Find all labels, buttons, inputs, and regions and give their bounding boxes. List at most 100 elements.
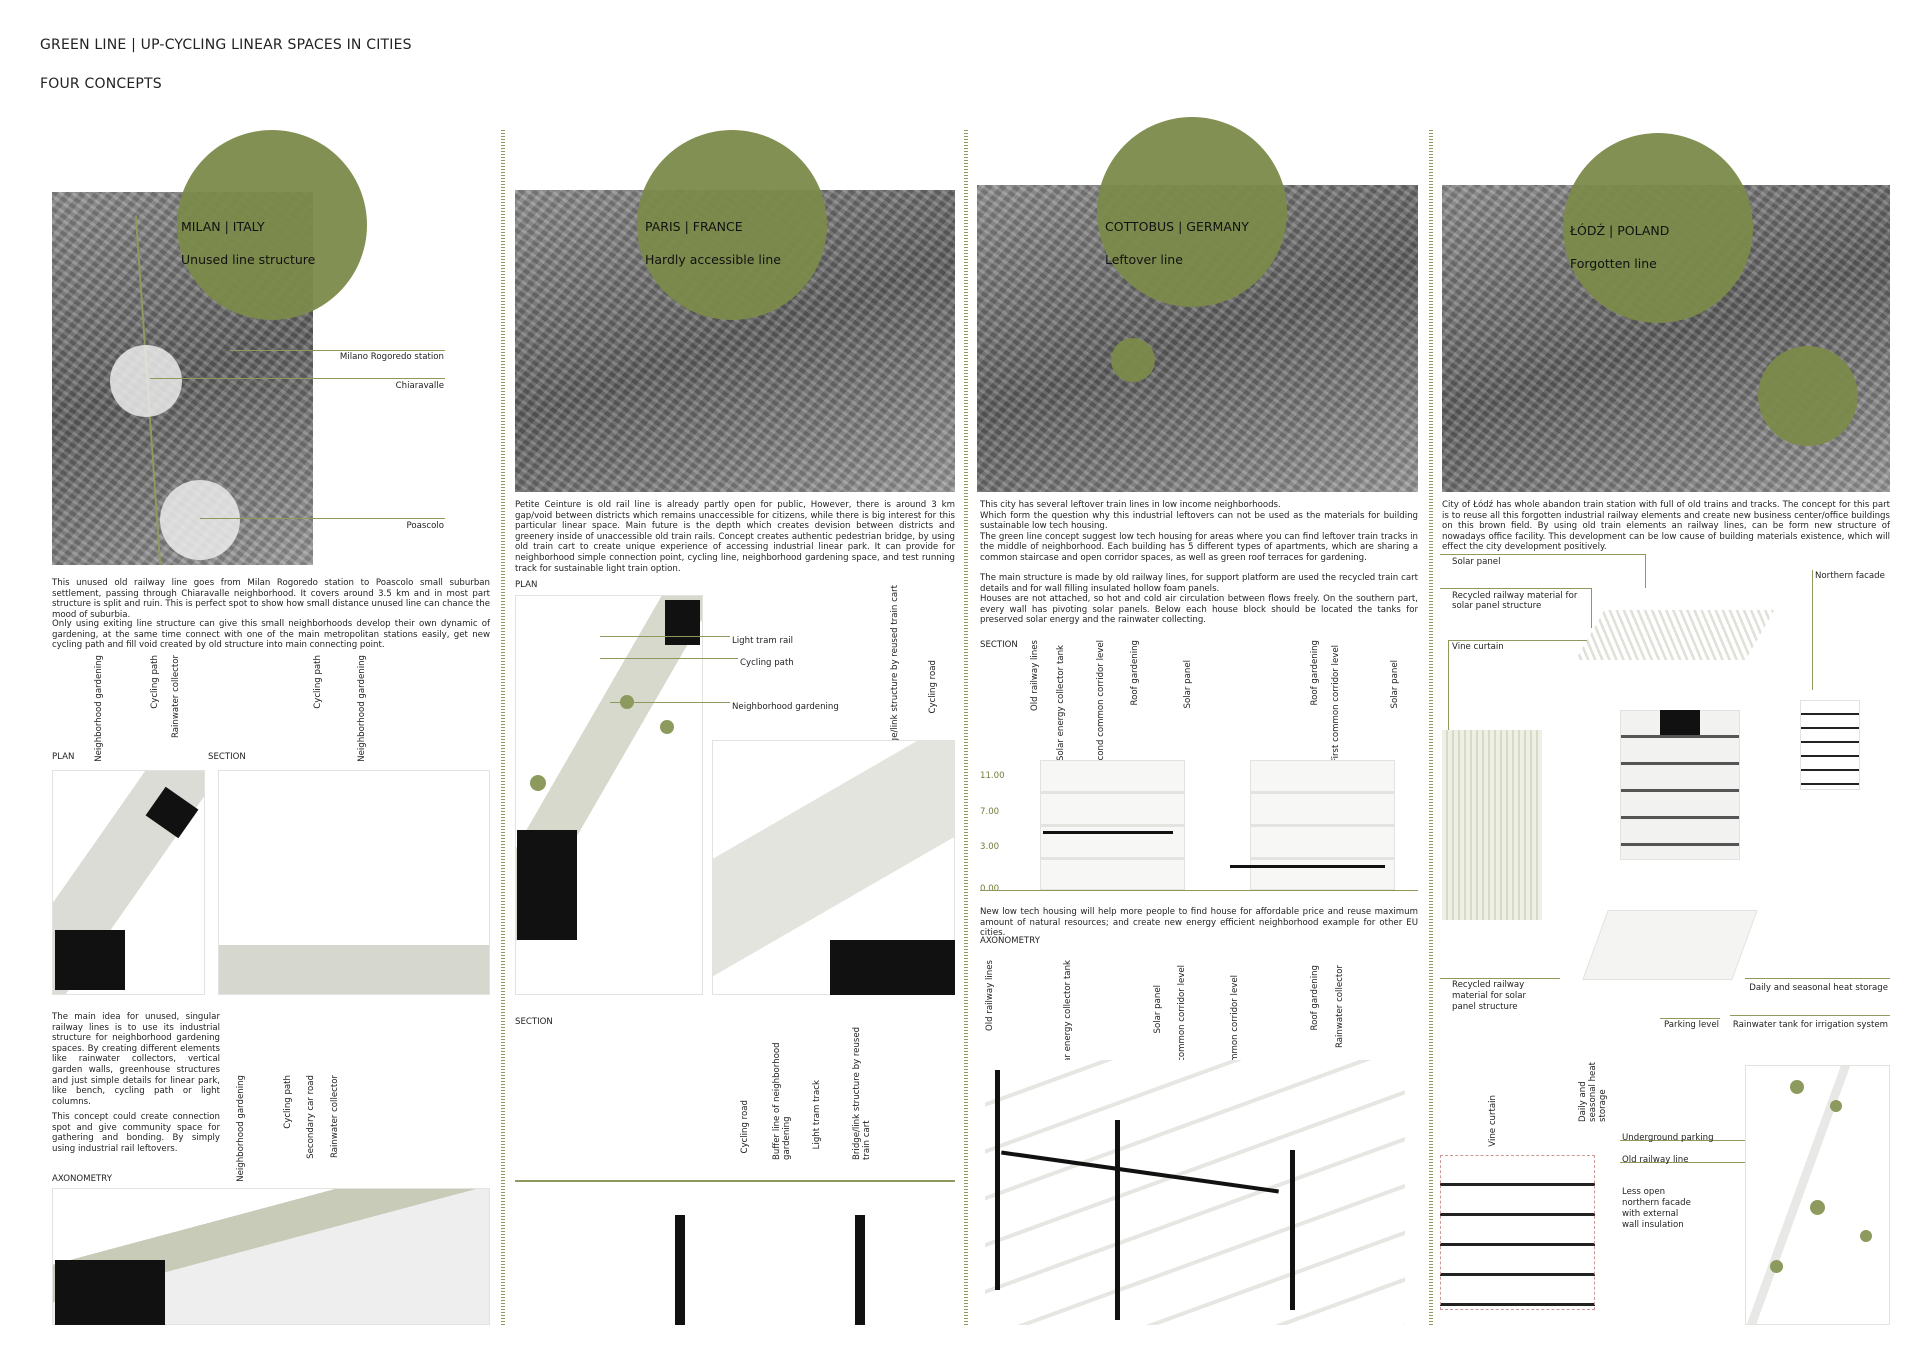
tag-cycling-path: Cycling path <box>283 1075 293 1129</box>
section-label: SECTION <box>980 640 1018 650</box>
tag-light-tram-rail: Light tram rail <box>732 636 794 646</box>
tag-neighborhood-gardening: Neighborhood gardening <box>236 1075 246 1182</box>
milan-description: This unused old railway line goes from M… <box>52 578 490 620</box>
milan-description-2: Only using exiting line structure can gi… <box>52 619 490 651</box>
lodz-title-circle <box>1563 133 1753 323</box>
cottbus-city: COTTOBUS | GERMANY <box>1105 219 1249 234</box>
tag-solar-panel: Solar panel <box>1153 985 1163 1034</box>
tag-rainwater-collector: Rainwater collector <box>1335 965 1345 1049</box>
tag-recycled-railway: Recycled railway material for solar pane… <box>1452 591 1578 611</box>
chiaravalle-highlight <box>110 345 182 417</box>
tag-old-railway-line: Old railway line <box>1622 1155 1689 1165</box>
leader-line <box>200 518 445 519</box>
tag-roof-gardening: Roof gardening <box>1130 640 1140 706</box>
tree <box>1830 1100 1842 1112</box>
level-3: 3.00 <box>980 842 1000 852</box>
paris-concept: Hardly accessible line <box>645 252 781 267</box>
tag-solar-energy-tank: Solar energy collector tank <box>1056 645 1066 762</box>
section-label: SECTION <box>515 1017 553 1027</box>
label-chiaravalle: Chiaravalle <box>395 381 444 391</box>
tag-neighborhood-gardening: Neighborhood gardening <box>732 702 839 712</box>
tag-solar-panel: Solar panel <box>1390 660 1400 709</box>
tag-old-railway-lines: Old railway lines <box>1030 640 1040 712</box>
milan-section-drawing <box>218 770 490 995</box>
leader-line <box>1620 1140 1860 1141</box>
tag-rainwater-tank: Rainwater tank for irrigation system <box>1732 1020 1888 1030</box>
tree <box>1790 1080 1804 1094</box>
tree <box>1860 1230 1872 1242</box>
column-divider <box>1429 130 1433 1325</box>
tag-vine-curtain: Vine curtain <box>1452 642 1504 652</box>
tree <box>530 775 546 791</box>
cottbus-description-2: The main structure is made by old railwa… <box>980 573 1418 626</box>
railway-beam <box>1043 831 1173 834</box>
railway-column <box>995 1070 1000 1290</box>
building-block <box>55 930 125 990</box>
milan-concept-text: The main idea for unused, singular railw… <box>52 1012 220 1107</box>
cottbus-description: This city has several leftover train lin… <box>980 500 1418 563</box>
building-block <box>830 940 955 995</box>
northern-facade-drawing <box>1800 700 1860 790</box>
office-building-axonometry <box>1620 710 1740 860</box>
leader-line <box>1440 588 1592 628</box>
leader-line <box>600 658 738 659</box>
poster-title: GREEN LINE | UP-CYCLING LINEAR SPACES IN… <box>40 37 412 53</box>
tag-recycled-railway: Recycled railway material for solar pane… <box>1452 980 1527 1012</box>
tag-cycling-road: Cycling road <box>740 1100 750 1154</box>
tag-neighborhood-gardening: Neighborhood gardening <box>357 655 367 762</box>
leader-line <box>610 702 730 703</box>
railway-column <box>1290 1150 1295 1310</box>
building-top <box>1660 710 1700 735</box>
tag-old-railway-lines: Old railway lines <box>985 960 995 1032</box>
tag-cycling-path: Cycling path <box>150 655 160 709</box>
tag-roof-gardening: Roof gardening <box>1310 640 1320 706</box>
cottbus-title-circle <box>1097 117 1287 307</box>
ground-line <box>980 890 1418 891</box>
tag-buffer-line: Buffer line of neighborhood gardening <box>772 1042 792 1160</box>
lodz-section-drawing <box>1440 1155 1595 1310</box>
level-0: 0.00 <box>980 884 1000 894</box>
milan-city: MILAN | ITALY <box>181 219 265 234</box>
site-marker-circle <box>1111 338 1155 382</box>
label-rogoredo: Milano Rogoredo station <box>339 352 444 362</box>
lodz-concept: Forgotten line <box>1570 256 1657 271</box>
building-block <box>517 830 577 940</box>
label-poascolo: Poascolo <box>406 521 444 531</box>
tag-bridge-structure: Bridge/link structure by reused train ca… <box>890 585 900 761</box>
tag-vine-curtain: Vine curtain <box>1488 1095 1498 1147</box>
leader-line <box>1812 570 1813 690</box>
leader-line <box>150 378 445 379</box>
milan-concept-text-2: This concept could create connection spo… <box>52 1112 220 1154</box>
vine-curtain-drawing <box>1442 730 1542 920</box>
tag-rainwater-collector: Rainwater collector <box>171 655 181 739</box>
tag-heat-storage: Daily and seasonal heat storage <box>1578 1062 1608 1122</box>
plan-label: PLAN <box>515 580 538 590</box>
tag-neighborhood-gardening: Neighborhood gardening <box>94 655 104 762</box>
house-section-b <box>1250 760 1395 890</box>
poascolo-highlight <box>160 480 240 560</box>
plan-label: PLAN <box>52 752 75 762</box>
tag-secondary-car-road: Secondary car road <box>306 1075 316 1159</box>
section-label: SECTION <box>208 752 246 762</box>
tag-roof-gardening: Roof gardening <box>1310 965 1320 1031</box>
lodz-site-plan <box>1745 1065 1890 1325</box>
cottbus-axonometry-drawing <box>985 1060 1405 1325</box>
level-11: 11.00 <box>980 771 1005 781</box>
paris-city: PARIS | FRANCE <box>645 219 743 234</box>
tag-solar-panel: Solar panel <box>1452 557 1501 567</box>
railway-column <box>1115 1120 1120 1320</box>
tree <box>660 720 674 734</box>
building-block <box>55 1260 165 1325</box>
tag-less-open-facade: Less open northern facade with external … <box>1622 1187 1691 1230</box>
house-section-a <box>1040 760 1185 890</box>
tag-light-tram-track: Light tram track <box>812 1080 822 1150</box>
tag-heat-storage: Daily and seasonal heat storage <box>1749 983 1888 993</box>
tag-bridge-structure: Bridge/link structure by reused train ca… <box>852 1026 872 1160</box>
tree <box>1770 1260 1783 1273</box>
tag-northern-facade: Northern facade <box>1815 571 1885 581</box>
milan-title-circle <box>177 130 367 320</box>
tag-solar-energy-tank: Solar energy collector tank <box>1063 960 1073 1077</box>
tag-parking-level: Parking level <box>1664 1020 1720 1030</box>
tag-underground-parking: Underground parking <box>1622 1133 1714 1143</box>
parking-level-drawing <box>1582 910 1758 980</box>
